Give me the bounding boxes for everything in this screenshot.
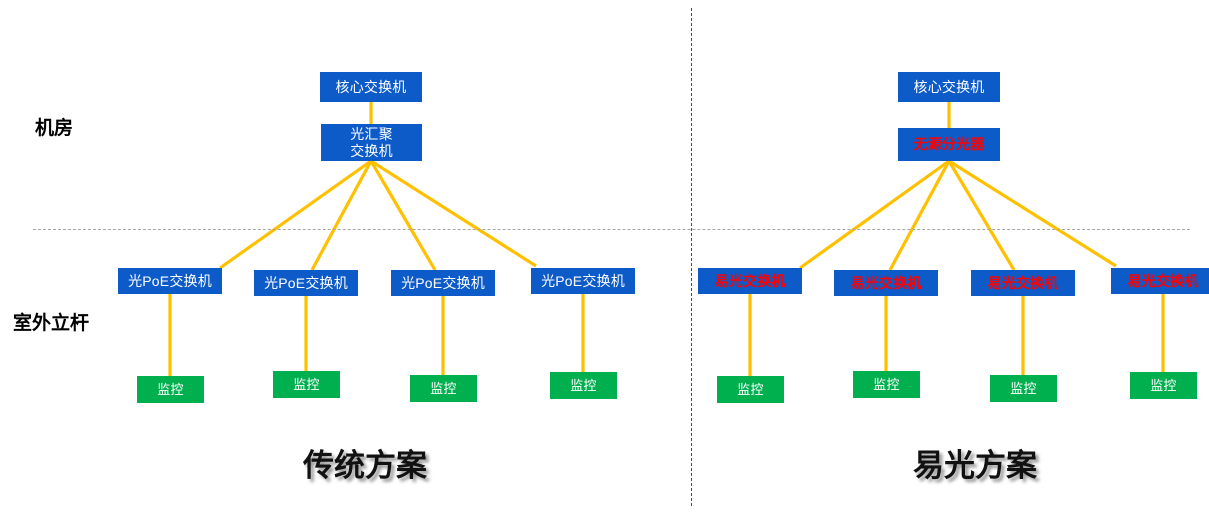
- zone-divider-dashed: [33, 229, 1190, 230]
- wire-left-agg-to-sw4: [370, 159, 537, 268]
- right-camera-1[interactable]: 监控: [717, 376, 784, 403]
- left-access-switch-1[interactable]: 光PoE交换机: [118, 268, 222, 294]
- left-camera-4[interactable]: 监控: [550, 372, 617, 399]
- right-camera-4[interactable]: 监控: [1130, 372, 1197, 399]
- right-scheme-title: 易光方案: [913, 448, 1037, 483]
- right-access-switch-2[interactable]: 易光交换机: [834, 270, 938, 296]
- zone-label-machine-room: 机房: [35, 118, 74, 139]
- right-access-switch-3[interactable]: 易光交换机: [971, 270, 1075, 296]
- left-access-switch-2[interactable]: 光PoE交换机: [254, 270, 358, 296]
- right-camera-2[interactable]: 监控: [853, 371, 920, 398]
- right-camera-3[interactable]: 监控: [990, 375, 1057, 402]
- scheme-divider-dashed: [691, 8, 692, 506]
- left-access-switch-3[interactable]: 光PoE交换机: [391, 270, 495, 296]
- wire-left-agg-to-sw2: [310, 160, 373, 271]
- left-camera-3[interactable]: 监控: [410, 375, 477, 402]
- wire-right-agg-to-sw3: [947, 160, 1016, 271]
- wire-right-agg-to-sw4: [948, 159, 1117, 268]
- left-camera-2[interactable]: 监控: [273, 371, 340, 398]
- wire-left-agg-to-sw1: [219, 159, 372, 270]
- left-core-switch[interactable]: 核心交换机: [320, 72, 422, 102]
- left-aggregation-switch[interactable]: 光汇聚 交换机: [321, 124, 422, 161]
- wire-right-agg-to-sw1: [799, 159, 950, 270]
- left-access-switch-4[interactable]: 光PoE交换机: [531, 268, 635, 294]
- wire-right-agg-to-sw2: [888, 160, 951, 271]
- wire-left-agg-to-sw3: [369, 160, 437, 271]
- right-optical-splitter[interactable]: 无源分光器: [898, 128, 1000, 161]
- right-access-switch-1[interactable]: 易光交换机: [698, 268, 802, 294]
- right-core-switch[interactable]: 核心交换机: [898, 72, 1000, 102]
- zone-label-outdoor-pole: 室外立杆: [13, 313, 90, 334]
- left-scheme-title: 传统方案: [303, 448, 427, 483]
- right-access-switch-4[interactable]: 易光交换机: [1111, 268, 1209, 294]
- left-camera-1[interactable]: 监控: [137, 376, 204, 403]
